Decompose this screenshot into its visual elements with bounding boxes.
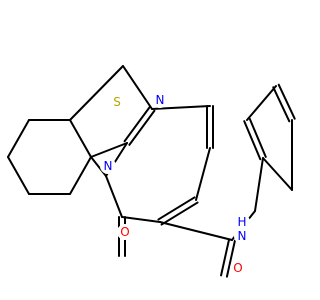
bond bbox=[69, 156, 92, 195]
bond bbox=[121, 216, 161, 223]
atom-background bbox=[234, 228, 250, 244]
bond bbox=[277, 83, 296, 120]
atom-background bbox=[230, 260, 246, 276]
atom-label: S bbox=[113, 95, 121, 109]
bond bbox=[7, 156, 30, 195]
atom-n3: N bbox=[234, 228, 250, 244]
atom-label: N bbox=[238, 229, 247, 243]
atom-label: O bbox=[233, 261, 242, 275]
bond bbox=[225, 239, 236, 278]
bond bbox=[105, 175, 123, 218]
bond bbox=[128, 109, 156, 146]
bond bbox=[69, 119, 92, 158]
bond bbox=[272, 86, 291, 123]
atom-n1: N bbox=[100, 158, 116, 174]
bond bbox=[195, 147, 211, 201]
bond bbox=[248, 117, 267, 158]
atom-label: N bbox=[156, 93, 165, 107]
bond bbox=[122, 65, 153, 110]
atom-background bbox=[234, 214, 250, 230]
bond bbox=[254, 157, 264, 212]
bond bbox=[123, 106, 151, 143]
bond bbox=[243, 120, 262, 161]
atom-s1: S bbox=[109, 94, 125, 110]
atom-background bbox=[109, 94, 125, 110]
atom-label: N bbox=[104, 159, 113, 173]
atom-o1: O bbox=[117, 224, 133, 240]
bond bbox=[157, 196, 196, 221]
bond bbox=[90, 142, 128, 158]
atom-background bbox=[152, 92, 168, 108]
atom-o2: O bbox=[230, 260, 246, 276]
bonds-layer bbox=[7, 65, 296, 278]
bond bbox=[220, 238, 231, 277]
atom-h1: H bbox=[234, 214, 250, 230]
bond bbox=[69, 65, 124, 121]
bond bbox=[160, 201, 199, 226]
atom-label: O bbox=[120, 225, 129, 239]
atom-background bbox=[100, 158, 116, 174]
bond bbox=[151, 105, 211, 110]
bond bbox=[262, 157, 293, 191]
bond bbox=[90, 156, 107, 177]
bond bbox=[246, 85, 277, 121]
atom-label: H bbox=[237, 215, 246, 229]
atom-background bbox=[117, 224, 133, 240]
bond bbox=[159, 221, 233, 241]
bond bbox=[7, 119, 30, 158]
atom-n2: N bbox=[152, 92, 168, 108]
